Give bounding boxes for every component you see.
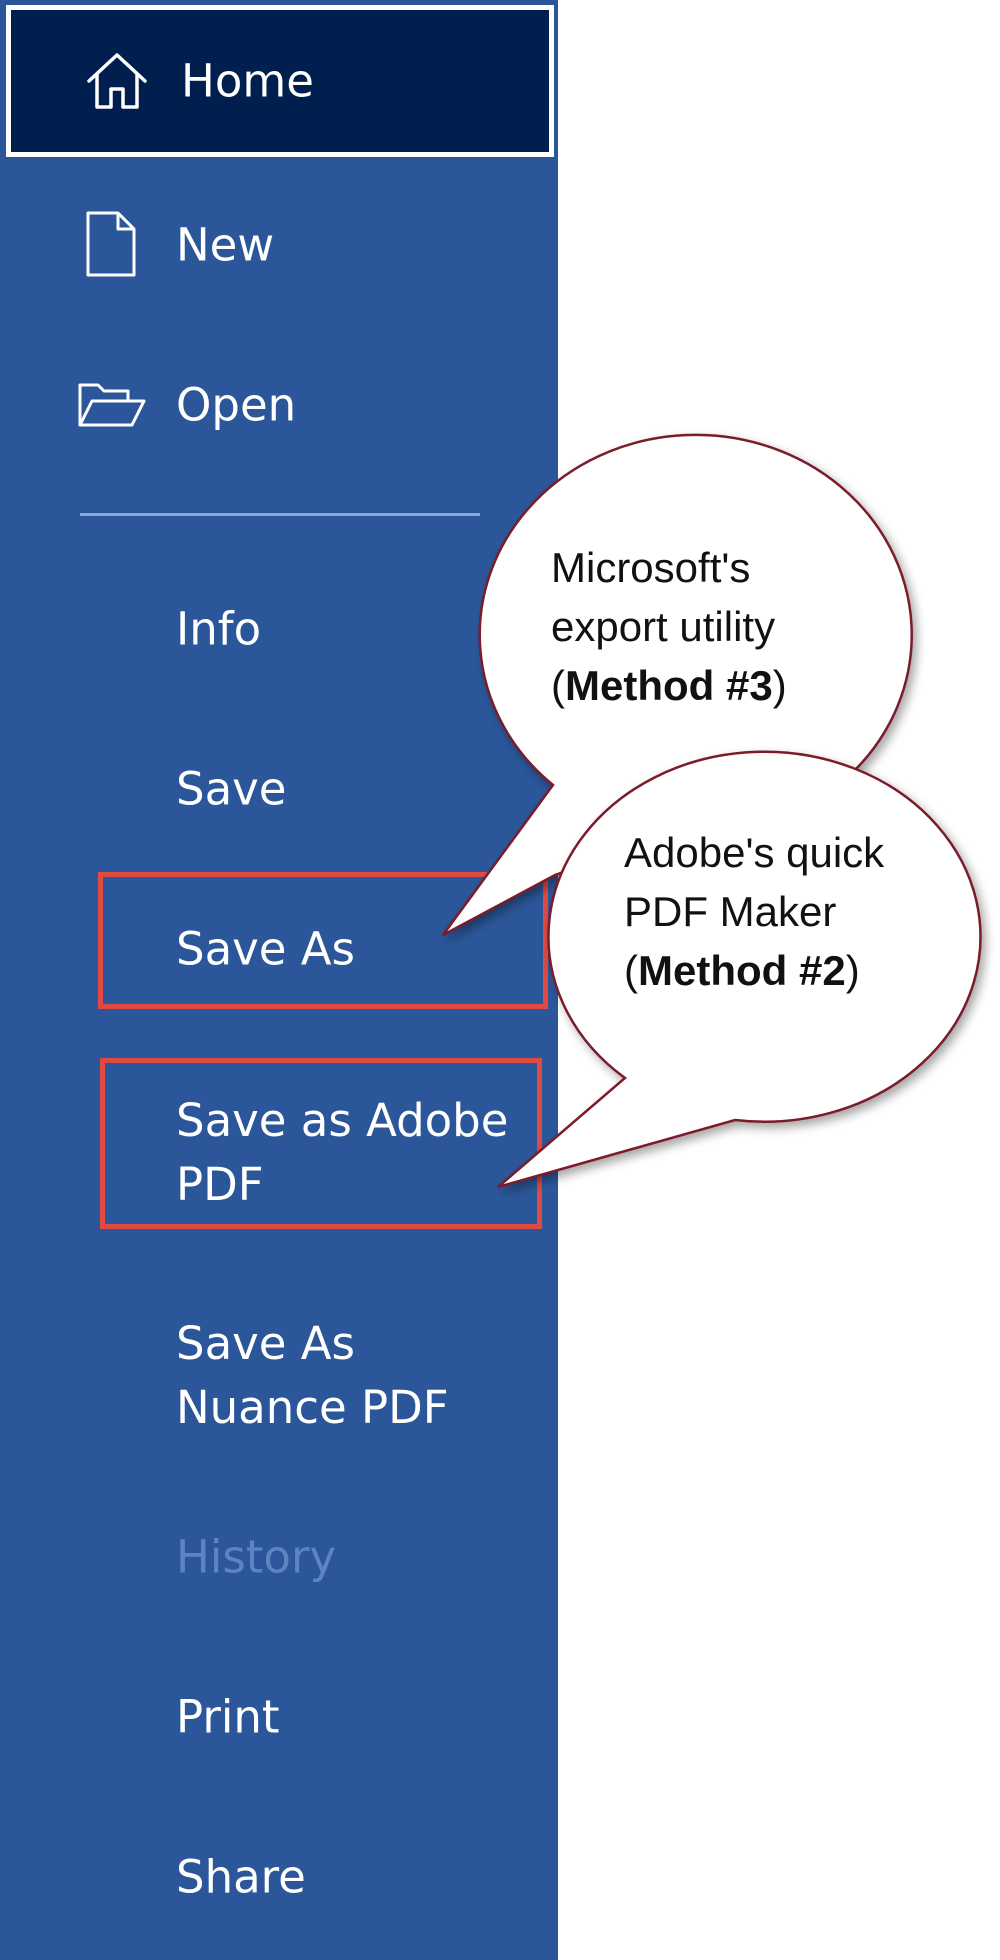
- paren: ): [772, 662, 787, 709]
- sidebar-item-history: History: [0, 1482, 558, 1632]
- sidebar-item-label: Home: [181, 54, 314, 108]
- sidebar-item-save[interactable]: Save: [0, 714, 558, 864]
- sidebar-item-share[interactable]: Share: [0, 1802, 558, 1952]
- sidebar-item-info[interactable]: Info: [0, 554, 558, 704]
- menu-divider: [80, 513, 480, 516]
- sidebar-item-home[interactable]: Home: [6, 5, 554, 157]
- sidebar-item-label: Save: [176, 762, 287, 816]
- callout-line: Adobe's quick: [624, 829, 885, 876]
- callout-method-line: (Method #2): [624, 941, 884, 1000]
- sidebar-item-label: New: [176, 218, 275, 272]
- method-label: Method #2: [638, 947, 846, 994]
- callout-text-method-3: Microsoft's export utility (Method #3): [551, 538, 787, 715]
- callout-text-method-2: Adobe's quick PDF Maker (Method #2): [624, 823, 884, 1000]
- new-document-icon: [78, 211, 146, 279]
- open-folder-icon: [78, 371, 146, 439]
- sidebar-item-open[interactable]: Open: [0, 330, 558, 480]
- sidebar-item-label: Save As Nuance PDF: [176, 1317, 449, 1434]
- sidebar-item-label: Open: [176, 378, 297, 432]
- paren: ): [845, 947, 860, 994]
- callout-line: Microsoft's: [551, 544, 751, 591]
- sidebar-item-label: Save as Adobe PDF: [176, 1094, 509, 1211]
- sidebar-item-print[interactable]: Print: [0, 1642, 558, 1792]
- sidebar-item-save-as-adobe-pdf[interactable]: Save as Adobe PDF: [0, 1068, 558, 1238]
- callout-line: export utility: [551, 603, 776, 650]
- sidebar-item-new[interactable]: New: [0, 170, 558, 320]
- callout-method-line: (Method #3): [551, 656, 787, 715]
- sidebar-item-label: Info: [176, 602, 262, 656]
- sidebar-item-label: Share: [176, 1850, 306, 1904]
- home-icon: [83, 47, 151, 115]
- sidebar-item-label: Print: [176, 1690, 280, 1744]
- paren: (: [551, 662, 565, 709]
- sidebar-item-save-as-nuance-pdf[interactable]: Save As Nuance PDF: [0, 1291, 558, 1461]
- sidebar-item-save-as[interactable]: Save As: [0, 874, 558, 1024]
- backstage-sidebar: Home New Open Info Save Save As Save as …: [0, 0, 558, 1960]
- sidebar-item-label: Save As: [176, 922, 355, 976]
- method-label: Method #3: [565, 662, 773, 709]
- sidebar-item-label: History: [176, 1530, 337, 1584]
- callout-line: PDF Maker: [624, 888, 837, 935]
- paren: (: [624, 947, 638, 994]
